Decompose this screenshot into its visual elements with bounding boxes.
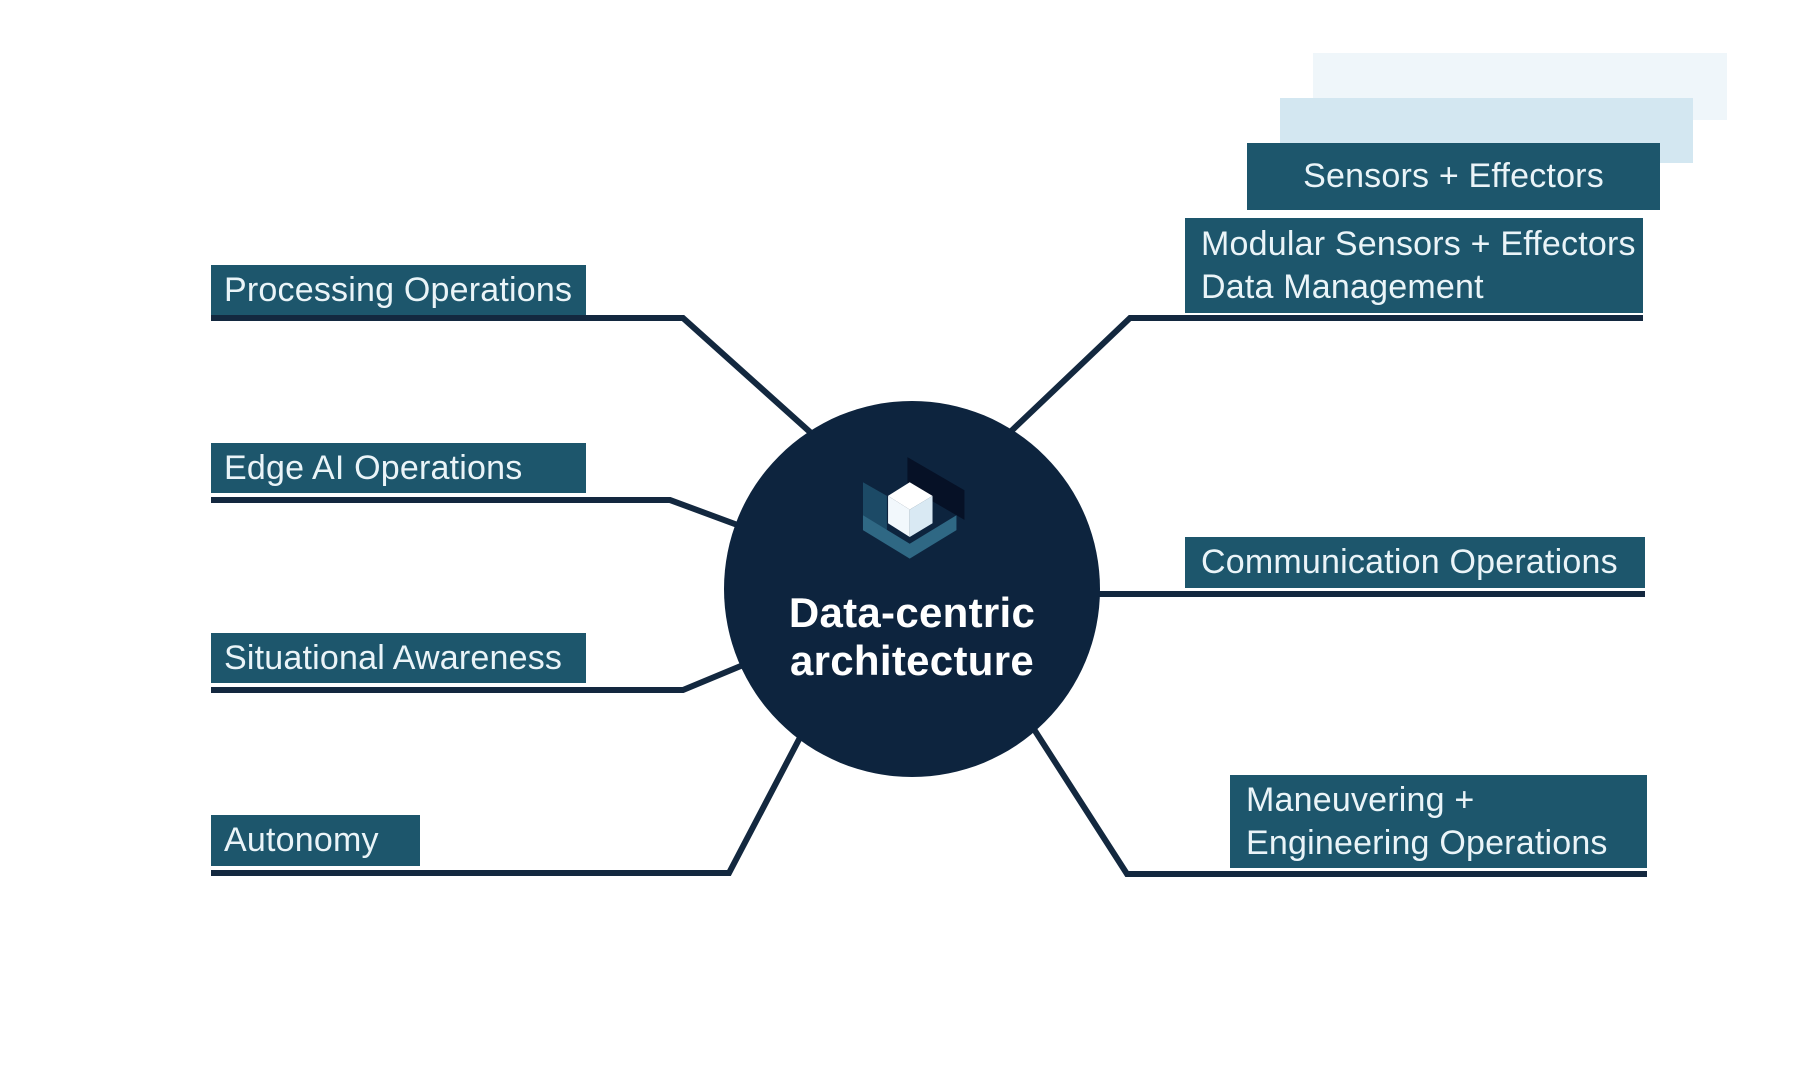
node-label-line2: Engineering Operations <box>1246 823 1608 862</box>
node-label: Edge AI Operations <box>224 448 523 487</box>
connector-modular <box>1002 315 1643 440</box>
legend-sensors-effectors: Sensors + Effectors <box>1247 143 1660 210</box>
node-label-line1: Modular Sensors + Effectors <box>1201 224 1636 263</box>
node-situational-awareness: Situational Awareness <box>211 633 586 683</box>
node-label-line2: Data Management <box>1201 267 1484 306</box>
connector-maneuvering <box>1027 721 1647 877</box>
hub-circle: Data-centric architecture <box>724 401 1100 777</box>
node-autonomy: Autonomy <box>211 815 420 866</box>
cube-logo-icon <box>862 457 965 559</box>
connector-edge-ai <box>211 497 772 540</box>
hub-title-line1: Data-centric <box>788 589 1036 636</box>
hub-title-line2: architecture <box>789 637 1035 684</box>
hub-title: Data-centric architecture <box>724 589 1100 685</box>
connector-situational <box>211 655 762 693</box>
node-label: Situational Awareness <box>224 638 563 677</box>
node-label: Autonomy <box>224 821 379 859</box>
node-modular-sensors-effectors-data-management: Modular Sensors + Effectors Data Managem… <box>1185 218 1643 313</box>
node-edge-ai-operations: Edge AI Operations <box>211 443 586 493</box>
node-label: Communication Operations <box>1201 543 1618 581</box>
node-label-line1: Maneuvering + <box>1246 780 1475 819</box>
node-communication-operations: Communication Operations <box>1185 537 1645 588</box>
node-label: Processing Operations <box>224 270 573 309</box>
node-maneuvering-engineering-operations: Maneuvering + Engineering Operations <box>1230 775 1647 868</box>
node-processing-operations: Processing Operations <box>211 265 586 315</box>
legend-label: Sensors + Effectors <box>1303 157 1604 195</box>
connector-autonomy <box>211 724 809 876</box>
connector-processing <box>211 315 833 453</box>
